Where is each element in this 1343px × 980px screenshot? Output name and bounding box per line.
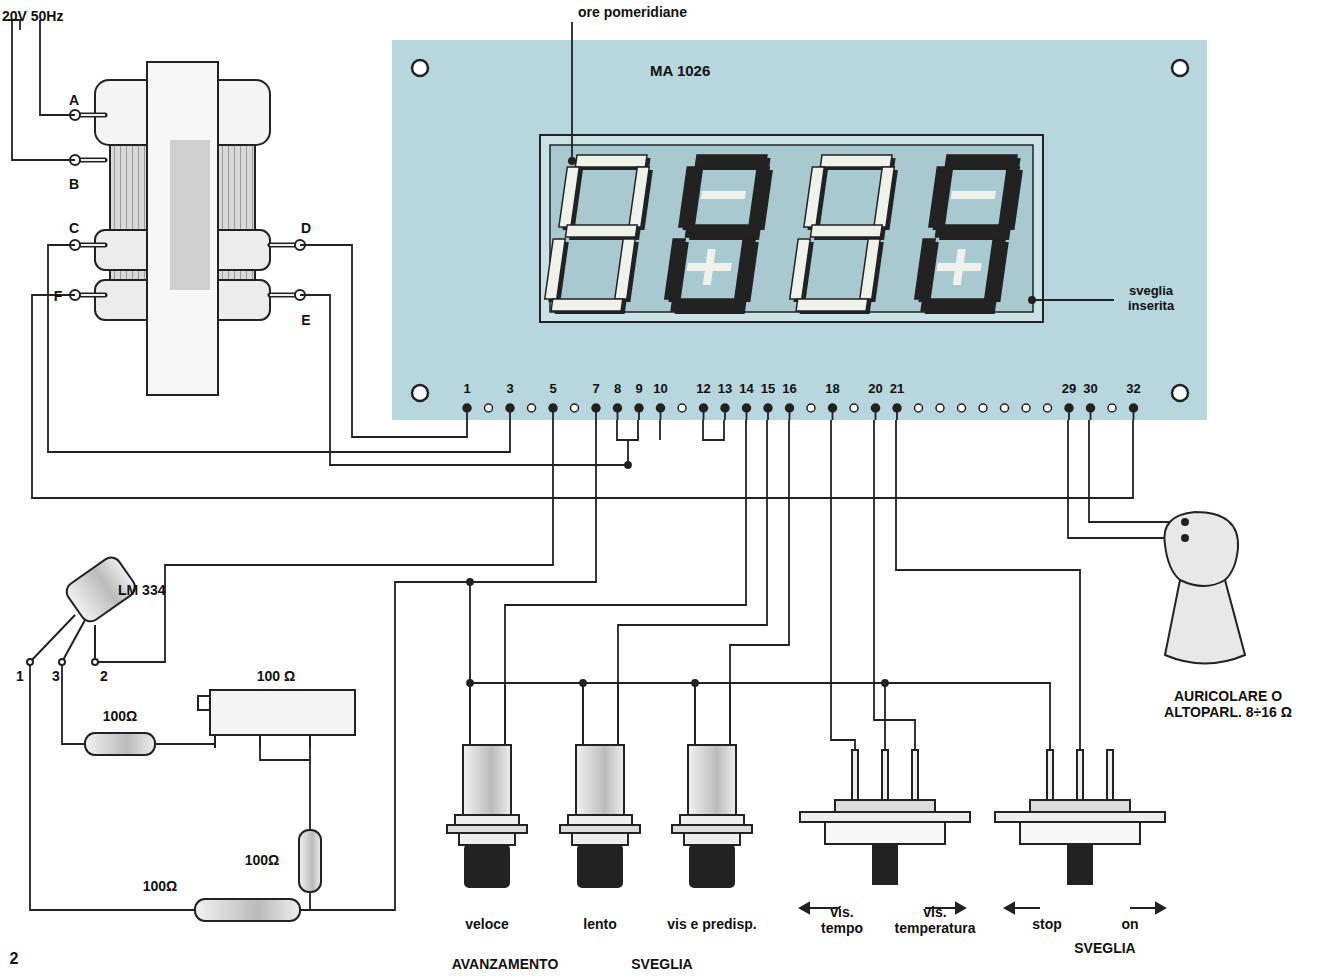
pin-number: 18: [825, 382, 839, 397]
wire: [309, 892, 311, 910]
wire: [617, 420, 638, 440]
wire: [300, 420, 596, 910]
part-label: 100 Ω: [257, 668, 295, 684]
pin-number: 5: [549, 382, 556, 397]
switch-direction-arrows: [800, 903, 1165, 913]
part-label: on: [1121, 916, 1138, 932]
module-name: MA 1026: [650, 62, 710, 79]
wire: [470, 582, 1050, 750]
junction-dot: [882, 680, 888, 686]
terminal-letter: D: [301, 220, 311, 236]
leader-label: ore pomeridiane: [578, 4, 687, 20]
terminal-letter: C: [69, 220, 79, 236]
pin-number: 16: [782, 382, 796, 397]
terminal-letter: B: [69, 176, 79, 192]
pin-number: 3: [506, 382, 513, 397]
part-label: 3: [52, 668, 60, 684]
junction-dot: [625, 462, 631, 468]
wire: [884, 683, 886, 750]
wires: [8, 20, 1185, 910]
pin-number: 8: [614, 382, 621, 397]
pin-number: 15: [761, 382, 775, 397]
part-label: stop: [1032, 916, 1062, 932]
wire: [12, 20, 75, 160]
wire: [703, 420, 724, 440]
pin-number: 9: [635, 382, 642, 397]
wire: [505, 420, 746, 685]
wire: [571, 22, 573, 40]
wire: [95, 420, 553, 662]
wire: [260, 748, 310, 760]
wire: [155, 744, 215, 748]
wire: [831, 420, 855, 750]
pin-number: 1: [463, 382, 470, 397]
terminal-letter: F: [54, 288, 63, 304]
pin-number: 21: [890, 382, 904, 397]
supply-label: 20V 50Hz: [2, 8, 63, 24]
transformer-terminals: [70, 110, 305, 300]
pin-number: 14: [739, 382, 753, 397]
part-label: veloce: [465, 916, 509, 932]
wire: [896, 420, 1080, 750]
pin-number: 29: [1062, 382, 1076, 397]
wire: [1089, 420, 1185, 522]
part-label: vis e predisp.: [667, 916, 756, 932]
module-board: MA 1026: [392, 40, 1207, 420]
pin-number: 10: [653, 382, 667, 397]
part-label: 100Ω: [103, 708, 138, 724]
terminal-letter: E: [301, 312, 310, 328]
part-label: 100Ω: [245, 852, 280, 868]
wire: [659, 420, 661, 440]
wire: [730, 420, 789, 685]
pin-number: 7: [592, 382, 599, 397]
push-buttons: [447, 683, 752, 887]
pin-number: 20: [868, 382, 882, 397]
part-label: vis. tempo: [812, 904, 872, 936]
slide-switches: [800, 750, 1165, 884]
wire: [874, 420, 915, 750]
part-label: 100Ω: [143, 878, 178, 894]
part-label: vis. temperatura: [888, 904, 983, 936]
transformer: [95, 62, 270, 395]
indicator-label: sveglia inserita: [1120, 284, 1182, 314]
part-label: 2: [10, 950, 19, 968]
part-label: 2: [100, 668, 108, 684]
part-label: 1: [16, 668, 24, 684]
wire: [62, 662, 85, 744]
board-details: [392, 40, 1207, 420]
pin-number: 32: [1126, 382, 1140, 397]
wire: [1068, 420, 1185, 538]
pin-number: 12: [696, 382, 710, 397]
wire: [309, 748, 311, 830]
terminal-letter: A: [69, 92, 79, 108]
part-label: AURICOLARE O ALTOPARL. 8÷16 Ω: [1143, 688, 1313, 720]
wire: [30, 662, 195, 910]
part-label: SVEGLIA: [1074, 940, 1135, 956]
pin-number: 30: [1083, 382, 1097, 397]
earpiece: [1164, 512, 1245, 664]
part-label: lento: [583, 916, 616, 932]
part-label: SVEGLIA: [631, 956, 692, 972]
part-label: LM 334: [118, 582, 165, 598]
lm334-current-source: [27, 554, 139, 665]
part-label: AVANZAMENTO: [452, 956, 559, 972]
resistors-and-trimmer: [85, 690, 355, 921]
junction-dot: [467, 579, 473, 585]
pin-number: 13: [718, 382, 732, 397]
